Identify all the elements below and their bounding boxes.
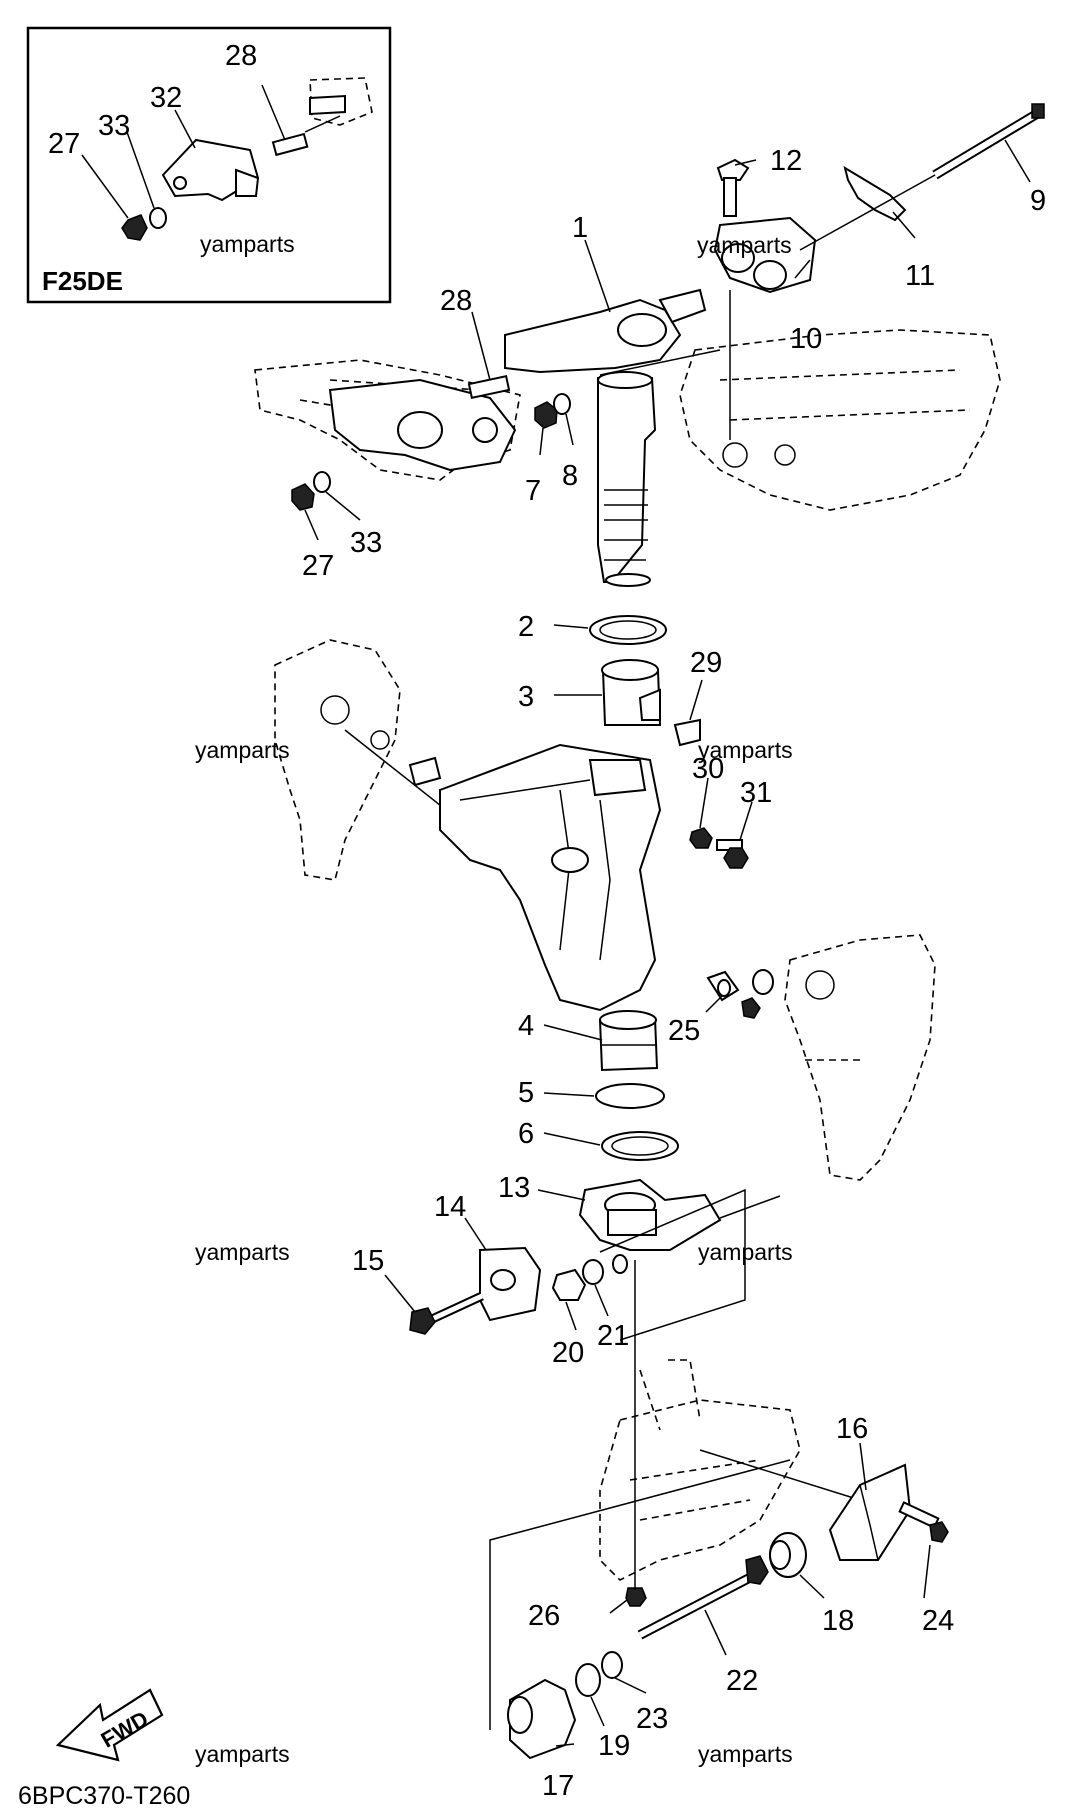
watermark: yamparts xyxy=(698,1741,793,1767)
callout-27: 27 xyxy=(302,550,334,582)
middle-assembly xyxy=(274,615,936,1335)
callout-2: 2 xyxy=(518,611,534,643)
callout-30: 30 xyxy=(692,753,724,785)
callout-23: 23 xyxy=(636,1703,668,1735)
callout-33-inset: 33 xyxy=(98,110,130,142)
callout-17: 17 xyxy=(542,1770,574,1802)
watermark: yamparts xyxy=(200,231,295,257)
callout-28: 28 xyxy=(440,285,472,317)
watermark: yamparts xyxy=(698,1239,793,1265)
callout-1: 1 xyxy=(572,212,588,244)
callout-29: 29 xyxy=(690,647,722,679)
callout-27-inset: 27 xyxy=(48,128,80,160)
callout-6: 6 xyxy=(518,1118,534,1150)
callout-19: 19 xyxy=(598,1730,630,1762)
callout-20: 20 xyxy=(552,1337,584,1369)
watermark: yamparts xyxy=(698,737,793,763)
callout-21: 21 xyxy=(597,1320,629,1352)
callout-10: 10 xyxy=(790,323,822,355)
callout-13: 13 xyxy=(498,1172,530,1204)
callout-7: 7 xyxy=(525,475,541,507)
callout-32: 32 xyxy=(150,82,182,114)
callout-5: 5 xyxy=(518,1077,534,1109)
callout-24: 24 xyxy=(922,1605,954,1637)
watermark: yamparts xyxy=(195,1741,290,1767)
callout-4: 4 xyxy=(518,1010,534,1042)
callout-25: 25 xyxy=(668,1015,700,1047)
callout-31: 31 xyxy=(740,777,772,809)
watermark: yamparts xyxy=(195,737,290,763)
leader-lines xyxy=(304,139,1031,1747)
fwd-arrow: FWD xyxy=(55,1688,164,1762)
diagram-code: 6BPC370-T260 xyxy=(18,1782,190,1810)
callout-16: 16 xyxy=(836,1413,868,1445)
callout-26: 26 xyxy=(528,1600,560,1632)
callout-12: 12 xyxy=(770,145,802,177)
callout-18: 18 xyxy=(822,1605,854,1637)
callout-14: 14 xyxy=(434,1191,466,1223)
lower-assembly xyxy=(489,1188,949,1760)
callouts: 1 2 3 4 5 6 7 8 9 10 11 12 13 14 15 16 1… xyxy=(302,145,1046,1802)
watermarks: yamparts yamparts yamparts yamparts yamp… xyxy=(195,232,793,1767)
watermark: yamparts xyxy=(195,1239,290,1265)
upper-assembly xyxy=(254,103,1045,587)
callout-11: 11 xyxy=(905,260,935,292)
callout-9: 9 xyxy=(1030,185,1046,217)
callout-22: 22 xyxy=(726,1665,758,1697)
inset-label: F25DE xyxy=(42,266,123,296)
watermark: yamparts xyxy=(697,232,792,258)
callout-3: 3 xyxy=(518,681,534,713)
callout-8: 8 xyxy=(562,460,578,492)
callout-15: 15 xyxy=(352,1245,384,1277)
callout-28-inset: 28 xyxy=(225,40,257,72)
callout-33: 33 xyxy=(350,527,382,559)
inset-f25de: 28 32 33 27 yamparts F25DE xyxy=(26,26,392,304)
